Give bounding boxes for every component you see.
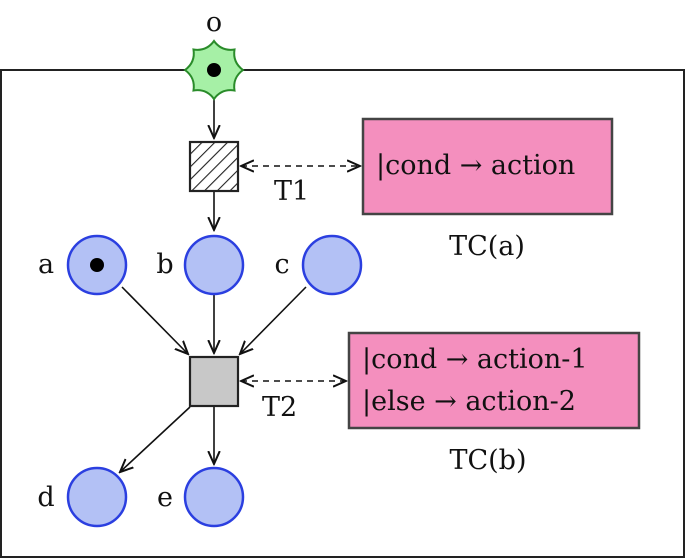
place-c-label: c: [274, 249, 289, 280]
net-boundary-frame: [0, 69, 685, 558]
place-o-label: o: [206, 7, 222, 38]
place-d-label: d: [37, 482, 54, 513]
place-b-label: b: [156, 249, 173, 280]
tcb-box: [347, 331, 641, 430]
place-a-label: a: [38, 249, 54, 280]
t2-label: T2: [262, 392, 297, 423]
arc-a-t2: [121, 286, 188, 354]
condition-box-tcb: |cond → action-1 |else → action-2 TC(b): [347, 331, 641, 476]
token-a: [90, 258, 104, 272]
condition-box-tca: |cond → action TC(a): [361, 117, 614, 262]
place-e-label: e: [157, 482, 173, 513]
tca-box: [361, 117, 614, 216]
tcb-line-1: |cond → action-1: [362, 344, 588, 375]
token-o: [207, 63, 221, 77]
place-b: b: [156, 234, 245, 296]
transition-t2: T2: [188, 355, 297, 423]
place-c: c: [274, 234, 363, 296]
arc-t2-d: [120, 406, 191, 472]
place-d: d: [37, 466, 128, 528]
arc-c-t2: [240, 286, 307, 354]
tcb-caption: TC(b): [449, 445, 526, 476]
t2-box: [188, 355, 240, 408]
condition-links: [241, 166, 360, 381]
place-b-circle: [183, 234, 245, 296]
place-d-circle: [66, 466, 128, 528]
tca-caption: TC(a): [449, 231, 525, 262]
tcb-line-2: |else → action-2: [362, 386, 576, 417]
place-c-circle: [301, 234, 363, 296]
place-e-circle: [183, 466, 245, 528]
transition-t1: T1: [188, 140, 309, 207]
t1-label: T1: [274, 176, 309, 207]
t1-box: [188, 140, 240, 193]
place-a: a: [38, 234, 128, 296]
place-o: o: [183, 7, 245, 101]
arcs: [120, 97, 307, 472]
place-e: e: [157, 466, 245, 528]
tca-line-1: |cond → action: [376, 150, 575, 181]
